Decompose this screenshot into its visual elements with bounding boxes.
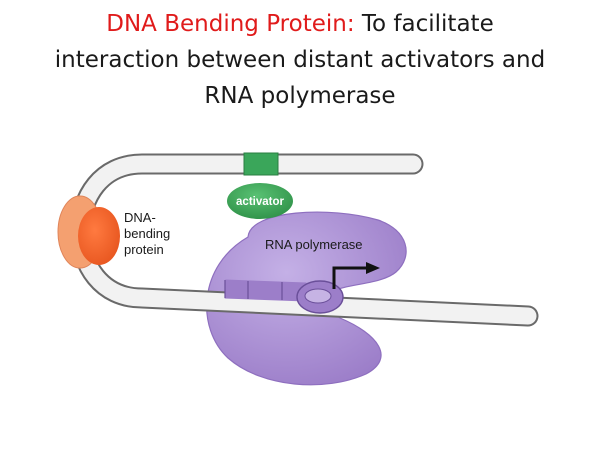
title-line-3: RNA polymerase [204,83,396,109]
transcription-start-arrow [332,262,380,289]
dna-bending-label-line2: bending [124,226,170,241]
dna-bending-label-line1: DNA- [124,210,156,225]
title-line-1-rest: To facilitate [354,11,494,37]
dna-bending-protein [57,195,120,269]
title-line-2: interaction between distant activators a… [54,47,546,73]
title-line-1: DNA Bending Protein: To facilitate [0,6,600,42]
polymerase-dna-contact [224,279,307,302]
rna-polymerase-label: RNA polymerase [265,237,363,252]
slide-title: DNA Bending Protein: To facilitate inter… [0,6,600,114]
activator-label: activator [236,196,284,208]
dna-bending-label-line3: protein [124,242,164,257]
promoter-bubble [296,280,344,314]
title-lead: DNA Bending Protein: [106,11,355,37]
activator-protein [227,152,293,219]
